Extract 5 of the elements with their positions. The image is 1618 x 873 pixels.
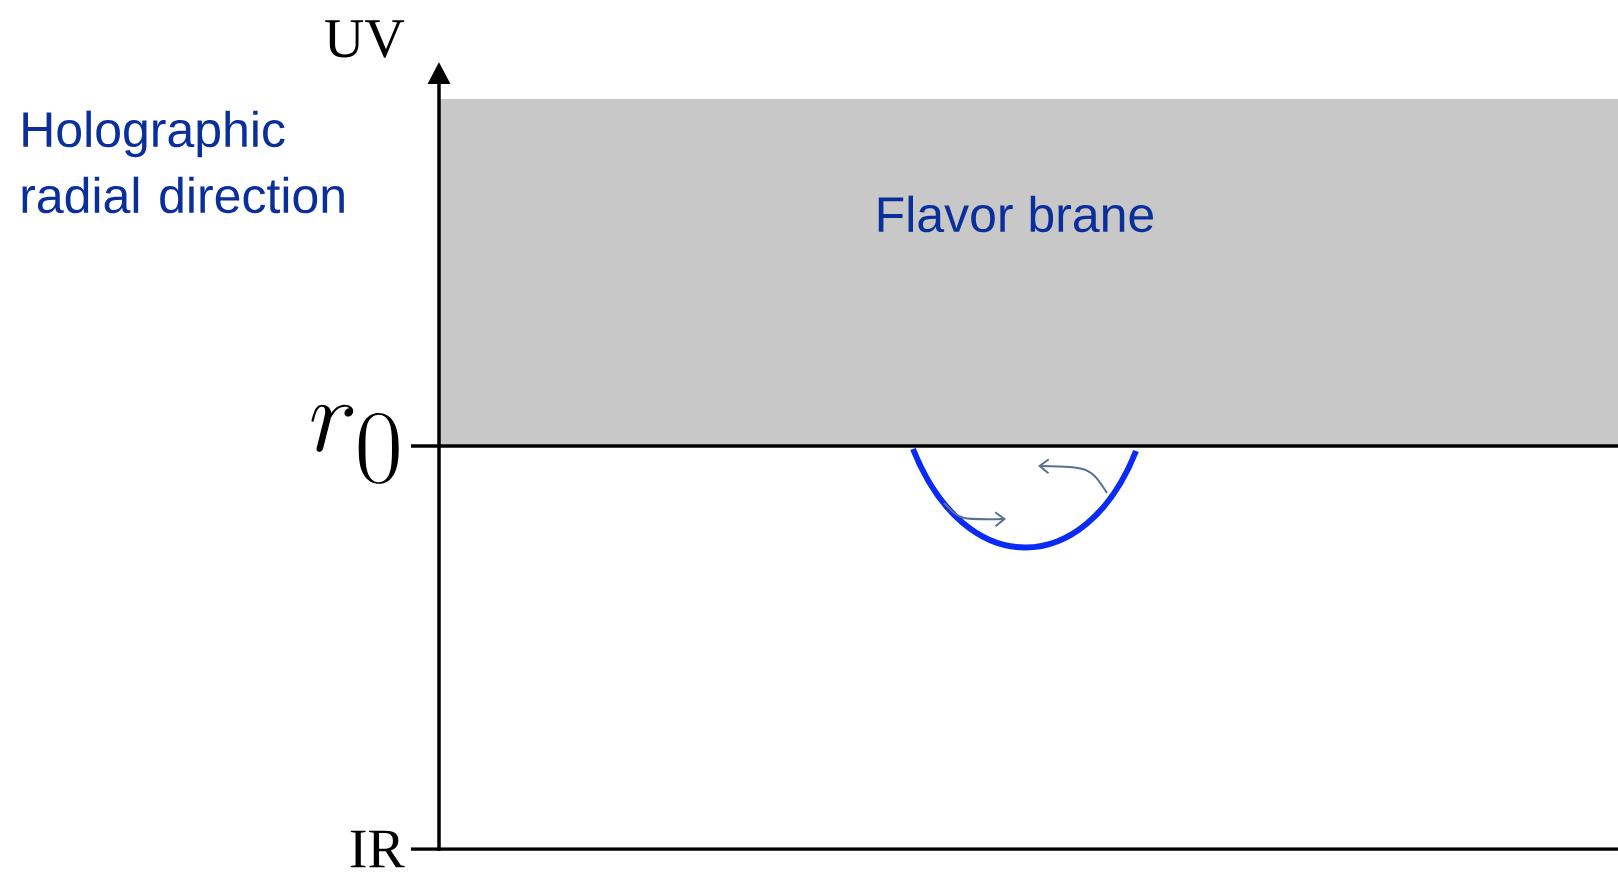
axis-label: UV [325, 20, 405, 58]
brane-band: Flavor brane [439, 99, 1618, 446]
axis-label: IR [350, 830, 405, 868]
axis-title: Holographic radial direction [22, 110, 344, 214]
axis-label: $r_0$ [311, 404, 399, 484]
